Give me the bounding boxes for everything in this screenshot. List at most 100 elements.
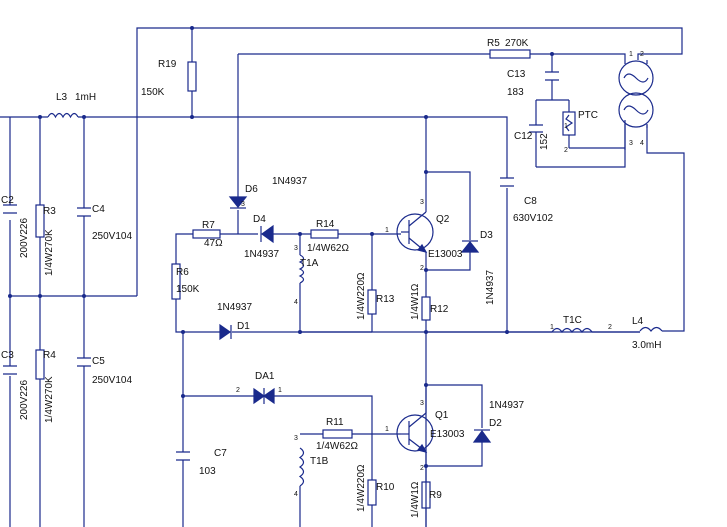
label-r6: R6 [176, 267, 189, 278]
label-r4-value: 1/4W270K [44, 376, 55, 423]
wire-lamp-right [646, 125, 685, 332]
diode-d2 [472, 429, 492, 443]
label-ptc: PTC [578, 110, 598, 121]
resistor-r6 [171, 263, 181, 300]
label-d4: D4 [253, 214, 266, 225]
resistor-r13 [367, 289, 377, 315]
label-r19-value: 150K [141, 87, 165, 98]
lamp-filament [618, 60, 654, 150]
label-c4: C4 [92, 204, 105, 215]
pin-label: 1 [629, 51, 633, 58]
pin-label: 2 [564, 147, 568, 154]
label-d6: D6 [245, 184, 258, 195]
resistor-r10 [367, 479, 377, 506]
label-c7: C7 [214, 448, 227, 459]
label-d6-value: 1N4937 [272, 176, 307, 187]
label-c3: C3 [1, 350, 14, 361]
inductors [47, 112, 663, 487]
pin-label: 1 [385, 426, 389, 433]
label-q1: Q1 [435, 410, 449, 421]
resistor-r14 [310, 229, 339, 239]
label-c8-value: 630V102 [513, 213, 553, 224]
label-d1: D1 [237, 321, 250, 332]
pin-label: 2 [640, 51, 644, 58]
resistor-r5 [489, 49, 531, 59]
transistor-q2 [396, 211, 434, 253]
label-c2: C2 [1, 195, 14, 206]
label-r12: R12 [430, 304, 449, 315]
resistor-r7 [192, 229, 221, 239]
resistor-r3 [35, 204, 45, 238]
label-t1c: T1C [563, 315, 582, 326]
label-r7-value: 47Ω [204, 238, 223, 249]
label-d2: D2 [489, 418, 502, 429]
pin-label: 3 [294, 245, 298, 252]
capacitor-c2 [3, 204, 17, 214]
label-r4: R4 [43, 350, 56, 361]
label-r11: R11 [326, 417, 344, 428]
pin-label: 1 [550, 324, 554, 331]
wire-r5 [238, 53, 626, 60]
capacitor-c7 [176, 451, 190, 461]
label-r14-value: 1/4W62Ω [307, 243, 349, 254]
label-c7-value: 103 [199, 466, 216, 477]
label-t1b: T1B [310, 456, 329, 467]
label-d3: D3 [480, 230, 493, 241]
junctions [8, 26, 554, 468]
label-c2-value: 200V226 [19, 218, 30, 258]
label-c5: C5 [92, 356, 105, 367]
label-c12-value: 152 [539, 133, 550, 150]
label-q1-value: E13003 [430, 429, 465, 440]
capacitor-c3 [3, 365, 17, 375]
pin-label: 3 [420, 199, 424, 206]
inductor-l4 [639, 326, 663, 332]
label-r9: R9 [429, 490, 442, 501]
pin-label: 2 [420, 465, 424, 472]
diode-d3 [460, 241, 480, 253]
label-q2-value: E13003 [428, 249, 463, 260]
label-c13-value: 183 [507, 87, 524, 98]
label-r13-value: 1/4W220Ω [356, 272, 367, 320]
label-l4-value: 3.0mH [632, 340, 661, 351]
label-c8: C8 [524, 196, 537, 207]
label-d3-value: 1N4937 [485, 270, 496, 305]
resistor-r11 [322, 429, 353, 439]
label-r6-value: 150K [176, 284, 200, 295]
label-c4-value: 250V104 [92, 231, 132, 242]
pin-label: 1 [564, 123, 568, 130]
label-d2-value: 1N4937 [489, 400, 524, 411]
pin-label: 3 [294, 435, 298, 442]
inductor-l3 [47, 112, 79, 119]
resistor-r9 [421, 481, 431, 509]
label-r14: R14 [316, 219, 335, 230]
inductor-t1b [298, 447, 305, 487]
pin-label: 2 [236, 387, 240, 394]
wire-r7-row [175, 233, 401, 264]
pin-label: 2 [608, 324, 612, 331]
ptc-thermistor [562, 111, 576, 136]
labels: R19 150K R5 270K C13 183 C12 152 PTC L3 … [1, 38, 661, 518]
diode-d1 [219, 323, 232, 341]
label-r10: R10 [376, 482, 395, 493]
label-c3-value: 200V226 [19, 380, 30, 420]
label-r7: R7 [202, 220, 215, 231]
label-l3-value: 1mH [75, 92, 96, 103]
label-q2: Q2 [436, 214, 450, 225]
label-da1: DA1 [255, 371, 275, 382]
label-c13: C13 [507, 69, 526, 80]
wires [0, 27, 685, 527]
pin-label: 1 [278, 387, 282, 394]
capacitors [3, 71, 559, 461]
label-r11-value: 1/4W62Ω [316, 441, 358, 452]
diac-da1 [253, 387, 275, 405]
pin-label: 1 [385, 227, 389, 234]
label-c12: C12 [514, 131, 533, 142]
pin-numbers: 3 3 4 1 3 2 1 2 2 1 1 3 2 3 4 1 2 1 2 3 … [236, 51, 644, 498]
label-r3: R3 [43, 206, 56, 217]
pin-label: 3 [241, 201, 245, 208]
diodes [219, 196, 492, 443]
label-r10-value: 1/4W220Ω [356, 464, 367, 512]
resistor-r12 [421, 296, 431, 321]
